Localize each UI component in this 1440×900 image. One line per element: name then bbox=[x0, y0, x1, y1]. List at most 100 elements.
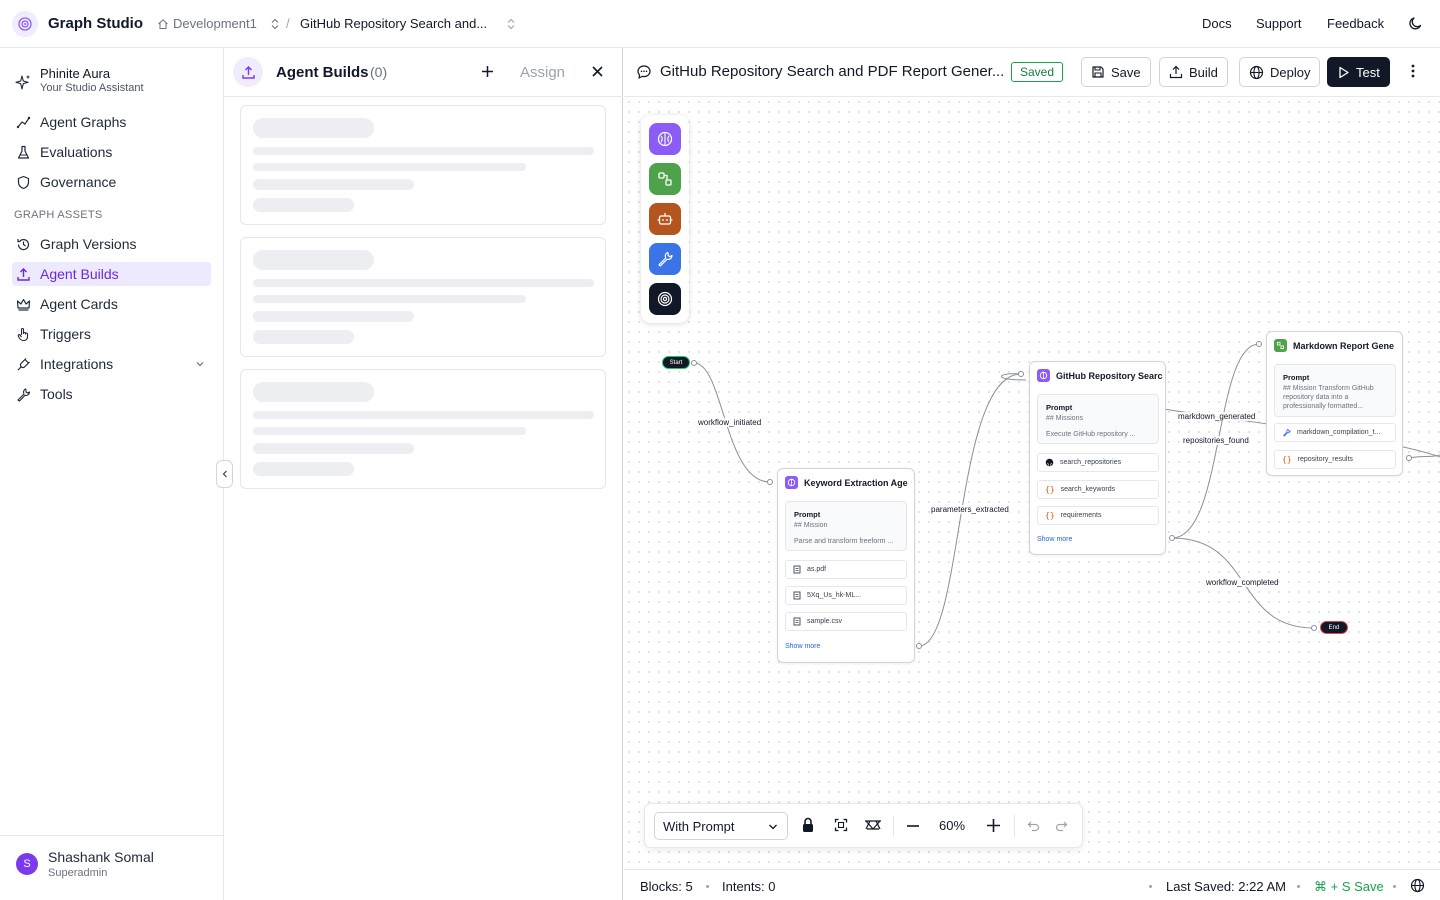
docs-link[interactable]: Docs bbox=[1202, 16, 1232, 31]
sidebar-item-governance[interactable]: Governance bbox=[12, 170, 211, 194]
sidebar-item-agent-builds[interactable]: Agent Builds bbox=[12, 262, 211, 286]
robot-icon bbox=[657, 213, 673, 225]
file-icon bbox=[793, 591, 801, 600]
sidebar-item-tools[interactable]: Tools bbox=[12, 382, 211, 406]
sidebar-item-label: Integrations bbox=[40, 356, 114, 372]
agent-builds-panel: Agent Builds (0) Assign bbox=[224, 48, 623, 900]
zoom-in-icon[interactable] bbox=[987, 819, 1000, 832]
variable-row[interactable]: {} requirements bbox=[1037, 506, 1159, 525]
more-options-button[interactable] bbox=[1411, 64, 1415, 78]
last-saved-time: Last Saved: 2:22 AM bbox=[1166, 879, 1286, 894]
auto-layout-icon[interactable] bbox=[863, 818, 883, 832]
plus-icon bbox=[482, 66, 493, 77]
prompt-box[interactable]: Prompt ## Mission Transform GitHub repos… bbox=[1274, 364, 1396, 417]
home-icon bbox=[158, 18, 168, 29]
add-router-node-button[interactable] bbox=[649, 163, 681, 195]
show-more-link[interactable]: Show more bbox=[785, 643, 821, 650]
end-node[interactable]: End bbox=[1320, 621, 1348, 634]
project-label: GitHub Repository Search and... bbox=[300, 16, 488, 31]
sidebar: Phinite Aura Your Studio Assistant Agent… bbox=[0, 48, 224, 900]
environment-switcher[interactable]: Development1 bbox=[157, 16, 279, 31]
app-logo-icon[interactable] bbox=[12, 11, 38, 37]
sidebar-item-label: Governance bbox=[40, 174, 117, 190]
braces-icon: {} bbox=[1045, 485, 1055, 494]
test-button[interactable]: Test bbox=[1327, 57, 1390, 87]
sidebar-item-label: Evaluations bbox=[40, 144, 113, 160]
tool-row[interactable]: markdown_compilation_t... bbox=[1274, 423, 1396, 442]
chevron-down-icon bbox=[196, 362, 204, 367]
redo-icon[interactable] bbox=[1055, 820, 1068, 832]
show-more-link[interactable]: Show more bbox=[1037, 536, 1073, 543]
braces-icon: {} bbox=[1282, 455, 1292, 464]
prompt-title: Prompt bbox=[1046, 403, 1073, 412]
file-row[interactable]: sample.csv bbox=[785, 612, 907, 631]
edge-label: workflow_initiated bbox=[698, 418, 762, 427]
sidebar-item-label: Tools bbox=[40, 386, 73, 402]
close-panel-button[interactable] bbox=[591, 65, 604, 78]
sidebar-item-agent-graphs[interactable]: Agent Graphs bbox=[12, 110, 211, 134]
prompt-box[interactable]: Prompt ## Missions Execute GitHub reposi… bbox=[1037, 394, 1159, 444]
status-bar: Blocks: 5 Intents: 0 Last Saved: 2:22 AM… bbox=[624, 869, 1440, 900]
sidebar-item-integrations[interactable]: Integrations bbox=[12, 352, 211, 376]
user-role: Superadmin bbox=[48, 867, 108, 879]
collapse-sidebar-button[interactable] bbox=[216, 460, 233, 488]
add-agent-node-button[interactable] bbox=[649, 203, 681, 235]
variable-row[interactable]: {} repository_results bbox=[1274, 450, 1396, 469]
upload-icon bbox=[17, 267, 30, 281]
zoom-out-icon[interactable] bbox=[907, 825, 919, 827]
deploy-button[interactable]: Deploy bbox=[1239, 57, 1321, 87]
panel-title: Agent Builds bbox=[276, 64, 369, 81]
prompt-title: Prompt bbox=[794, 510, 821, 519]
node-header: Markdown Report Gene bbox=[1274, 339, 1394, 352]
assistant-name: Phinite Aura bbox=[40, 66, 111, 81]
prompt-box[interactable]: Prompt ## Mission Parse and transform fr… bbox=[785, 501, 907, 551]
node-header: GitHub Repository Searc bbox=[1037, 369, 1163, 382]
lock-icon[interactable] bbox=[801, 817, 815, 833]
assistant-card[interactable]: Phinite Aura Your Studio Assistant bbox=[14, 66, 144, 94]
sidebar-item-graph-versions[interactable]: Graph Versions bbox=[12, 232, 211, 256]
tool-row[interactable]: search_repositories bbox=[1037, 453, 1159, 472]
node-keyword-extraction[interactable]: Keyword Extraction Age Prompt ## Mission… bbox=[777, 468, 915, 663]
assign-button[interactable]: Assign bbox=[520, 64, 566, 81]
fit-view-icon[interactable] bbox=[834, 818, 848, 832]
chevron-updown-icon bbox=[271, 18, 279, 29]
close-icon bbox=[592, 66, 603, 77]
add-build-button[interactable] bbox=[480, 64, 495, 79]
theme-toggle-moon-icon[interactable] bbox=[1408, 16, 1423, 31]
graph-canvas[interactable]: Start End workflow_initiated parameters_… bbox=[624, 97, 1440, 869]
chevron-down-icon bbox=[769, 824, 777, 830]
support-link[interactable]: Support bbox=[1256, 16, 1302, 31]
build-button[interactable]: Build bbox=[1159, 57, 1228, 87]
canvas-toolbar: With Prompt 60% bbox=[644, 803, 1083, 848]
user-profile[interactable]: S Shashank Somal Superadmin bbox=[0, 835, 223, 900]
blocks-count: Blocks: 5 bbox=[640, 879, 693, 894]
top-bar: Graph Studio Development1 / GitHub Repos… bbox=[0, 0, 1440, 48]
project-switcher[interactable]: GitHub Repository Search and... bbox=[300, 16, 515, 31]
feedback-link[interactable]: Feedback bbox=[1327, 16, 1385, 31]
prompt-mode-select[interactable]: With Prompt bbox=[654, 812, 788, 840]
file-row[interactable]: 5Xq_Us_hk-ML... bbox=[785, 586, 907, 605]
sidebar-item-agent-cards[interactable]: Agent Cards bbox=[12, 292, 211, 316]
save-button[interactable]: Save bbox=[1081, 57, 1151, 87]
play-icon bbox=[1339, 66, 1349, 78]
brain-icon bbox=[785, 476, 798, 489]
start-node[interactable]: Start bbox=[662, 356, 690, 369]
variable-row[interactable]: {} search_keywords bbox=[1037, 480, 1159, 499]
file-row[interactable]: as.pdf bbox=[785, 560, 907, 579]
add-goal-node-button[interactable] bbox=[649, 283, 681, 315]
wrench-icon bbox=[658, 251, 673, 267]
sidebar-item-triggers[interactable]: Triggers bbox=[12, 322, 211, 346]
add-tool-node-button[interactable] bbox=[649, 243, 681, 275]
sidebar-item-evaluations[interactable]: Evaluations bbox=[12, 140, 211, 164]
build-button-label: Build bbox=[1189, 64, 1218, 80]
crown-icon bbox=[16, 298, 31, 311]
globe-icon[interactable] bbox=[1410, 878, 1425, 893]
graph-title: GitHub Repository Search and PDF Report … bbox=[660, 63, 1005, 80]
node-github-repository-search[interactable]: GitHub Repository Searc Prompt ## Missio… bbox=[1029, 361, 1166, 555]
node-markdown-report-generator[interactable]: Markdown Report Gene Prompt ## Mission T… bbox=[1266, 331, 1403, 476]
add-llm-node-button[interactable] bbox=[649, 123, 681, 155]
save-shortcut-hint: ⌘ + S Save bbox=[1314, 879, 1384, 894]
braces-icon: {} bbox=[1045, 511, 1055, 520]
deploy-button-label: Deploy bbox=[1270, 64, 1311, 80]
undo-icon[interactable] bbox=[1027, 820, 1040, 832]
